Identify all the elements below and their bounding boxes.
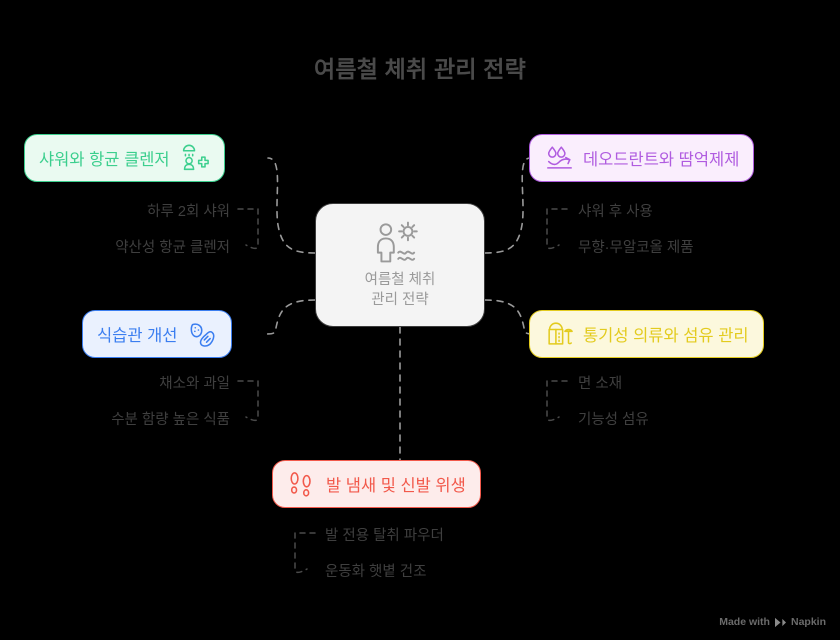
branch-diet[interactable]: 식습관 개선 [82, 310, 233, 358]
subconnector-shower [237, 208, 259, 250]
branch-clothing[interactable]: 통기성 의류와 섬유 관리 [529, 310, 764, 358]
branch-clothing-label: 통기성 의류와 섬유 관리 [583, 327, 749, 345]
sub-item-diet-0: 채소와 과일 [159, 376, 230, 392]
branch-shower-label: 샤워와 항균 클렌저 [39, 151, 170, 169]
vegetable-spice-icon [187, 319, 217, 349]
branch-shower[interactable]: 샤워와 항균 클렌저 [24, 134, 225, 182]
branch-foot-label: 발 냄새 및 신발 위생 [326, 477, 466, 495]
subconnector-clothing [546, 380, 568, 422]
shower-person-plus-icon [180, 143, 210, 173]
sub-item-diet-1: 수분 함량 높은 식품 [111, 412, 230, 428]
central-node[interactable]: 여름철 체취 관리 전략 [315, 203, 485, 327]
sub-item-shower-0: 하루 2회 샤워 [147, 204, 230, 220]
sub-item-clothing-0: 면 소재 [578, 376, 623, 392]
droplets-arrow-icon [544, 143, 574, 173]
branch-foot[interactable]: 발 냄새 및 신발 위생 [272, 460, 481, 508]
sub-item-clothing-1: 기능성 섬유 [578, 412, 649, 428]
watermark-brand: Napkin [790, 616, 826, 628]
connector-diet [265, 299, 316, 335]
branch-diet-label: 식습관 개선 [97, 327, 178, 345]
branch-deodorant-label: 데오드란트와 땀억제제 [583, 151, 740, 169]
connector-shower [267, 157, 316, 254]
subconnector-foot [294, 532, 316, 574]
sub-item-deodorant-1: 무향·무알코올 제품 [578, 240, 694, 256]
sub-item-deodorant-0: 샤워 후 사용 [578, 204, 653, 220]
page-title: 여름철 체취 관리 전략 [313, 56, 526, 82]
subconnector-diet [237, 380, 259, 422]
sub-item-foot-0: 발 전용 탈취 파우더 [325, 528, 444, 544]
connector-clothing [484, 299, 535, 335]
napkin-logo-icon [774, 617, 786, 627]
shirt-umbrella-icon [544, 319, 574, 349]
footprints-icon [287, 469, 317, 499]
napkin-watermark: Made with Napkin [719, 616, 826, 628]
central-node-label: 여름철 체취 관리 전략 [364, 272, 436, 308]
connector-deodorant [484, 157, 531, 254]
sub-item-foot-1: 운동화 햇볕 건조 [325, 564, 427, 580]
person-sun-waves-icon [376, 222, 418, 263]
watermark-text: Made with [719, 616, 770, 628]
branch-deodorant[interactable]: 데오드란트와 땀억제제 [529, 134, 755, 182]
sub-item-shower-1: 약산성 항균 클렌저 [115, 240, 230, 256]
subconnector-deodorant [546, 208, 568, 250]
